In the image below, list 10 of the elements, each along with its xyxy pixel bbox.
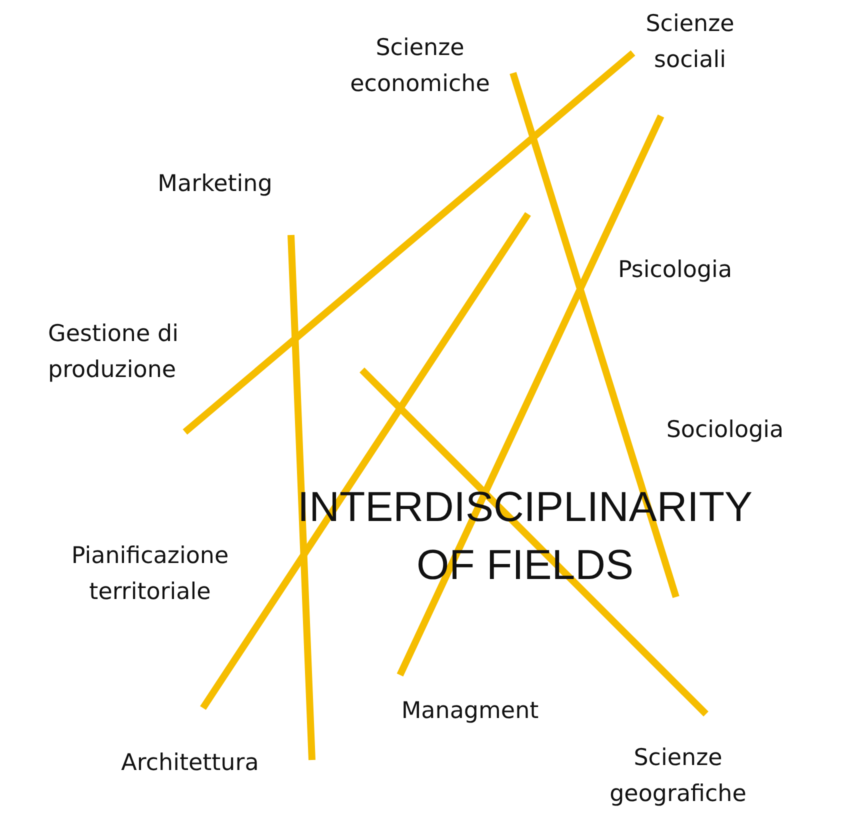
field-label: Scienze geografiche (608, 744, 748, 809)
field-label: Scienze sociali (644, 10, 736, 75)
field-label: Sociologia (665, 416, 785, 445)
field-label: Architettura (120, 749, 260, 778)
field-label: Psicologia (616, 256, 734, 285)
field-label: Managment (400, 697, 540, 726)
field-label: Pianificazione territoriale (70, 542, 230, 607)
field-label: Scienze economiche (349, 34, 491, 99)
field-label: Gestione di produzione (48, 320, 180, 385)
field-label: Marketing (156, 170, 274, 199)
